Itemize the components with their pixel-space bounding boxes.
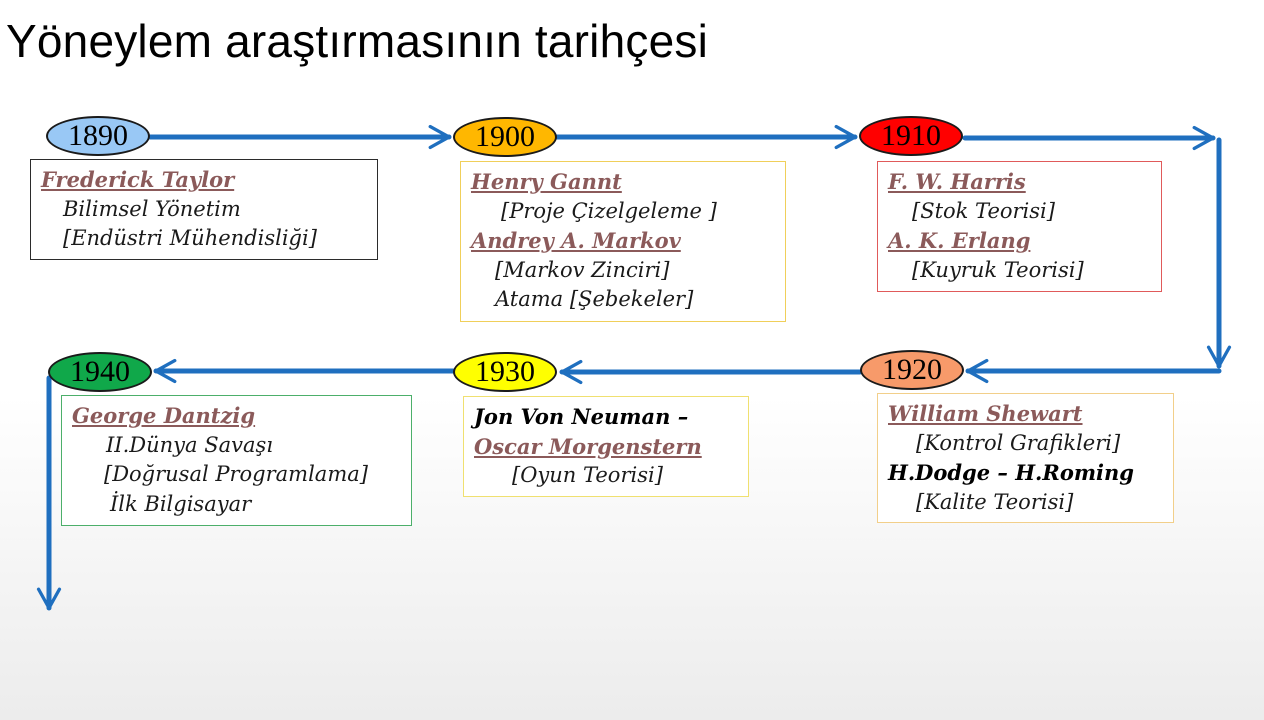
contribution-text: [Doğrusal Programlama]: [104, 462, 368, 486]
contribution-text: [Kontrol Grafikleri]: [916, 430, 1121, 455]
person-name: H.Dodge – H.Roming: [888, 460, 1134, 485]
contribution-text: [Oyun Teorisi]: [512, 463, 663, 487]
year-1920: 1920: [860, 350, 964, 390]
year-1930: 1930: [453, 352, 557, 392]
slide-title: Yöneylem araştırmasının tarihçesi: [6, 15, 708, 67]
person-name: A. K. Erlang: [888, 228, 1031, 253]
year-1910: 1910: [859, 116, 963, 156]
contribution-text: [Stok Teorisi]: [912, 198, 1055, 223]
year-1940: 1940: [48, 352, 152, 392]
milestone-box-1930: Jon Von Neuman – Oscar Morgenstern [Oyun T…: [463, 396, 749, 497]
contribution-text: [Markov Zinciri]: [495, 257, 670, 282]
contribution-text: II.Dünya Savaşı: [106, 432, 273, 457]
contribution-text: Atama [Şebekeler]: [495, 287, 694, 311]
person-name: Andrey A. Markov: [471, 228, 681, 253]
milestone-box-1920: William Shewart [Kontrol Grafikleri] H.Dod…: [877, 393, 1174, 523]
contribution-text: [Kalite Teorisi]: [916, 489, 1074, 514]
year-1900: 1900: [453, 117, 557, 157]
person-name: F. W. Harris: [888, 169, 1026, 194]
contribution-text: Bilimsel Yönetim: [63, 196, 241, 221]
person-name: Jon Von Neuman –: [474, 404, 689, 429]
person-name: Oscar Morgenstern: [474, 433, 702, 459]
person-name: Frederick Taylor: [41, 167, 235, 192]
contribution-text: [Proje Çizelgeleme ]: [501, 198, 717, 223]
person-name: George Dantzig: [72, 403, 256, 428]
person-name: Henry Gannt: [471, 169, 622, 194]
person-name: William Shewart: [888, 401, 1083, 426]
milestone-box-1910: F. W. Harris [Stok Teorisi] A. K. Erlang [K…: [877, 161, 1162, 292]
contribution-text: [Kuyruk Teorisi]: [912, 257, 1084, 282]
milestone-box-1900: Henry Gannt [Proje Çizelgeleme ] Andrey A.…: [460, 161, 786, 322]
contribution-text: İlk Bilgisayar: [110, 491, 252, 516]
contribution-text: [Endüstri Mühendisliği]: [63, 226, 317, 250]
year-1890: 1890: [46, 116, 150, 156]
